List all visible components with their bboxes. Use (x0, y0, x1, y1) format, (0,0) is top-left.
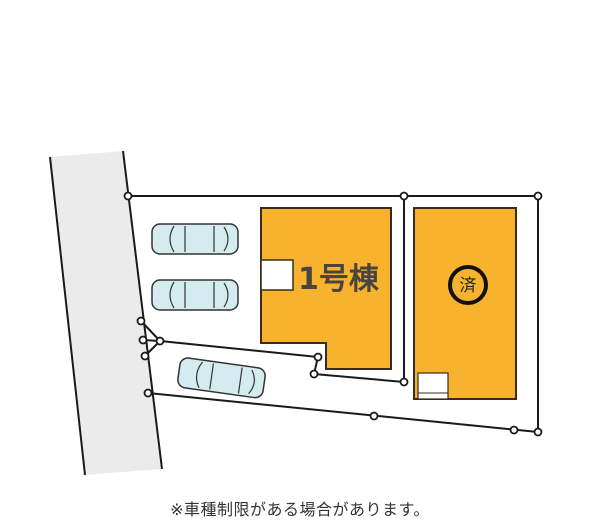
sold-badge: 済 (448, 265, 488, 305)
entrance-1 (260, 259, 294, 291)
parking-car-2 (151, 279, 239, 311)
parking-car-1 (151, 223, 239, 255)
road (49, 150, 163, 476)
parking-car-3 (177, 357, 266, 399)
boundary-markers (123, 191, 543, 437)
entrance-2 (417, 372, 449, 400)
sold-badge-label: 済 (460, 276, 477, 296)
building-1[interactable]: 1号棟 (260, 207, 392, 370)
building-1-label: 1号棟 (298, 262, 380, 297)
building-2[interactable]: 済 (413, 207, 517, 400)
footnote: ※車種制限がある場合があります。 (170, 500, 430, 519)
